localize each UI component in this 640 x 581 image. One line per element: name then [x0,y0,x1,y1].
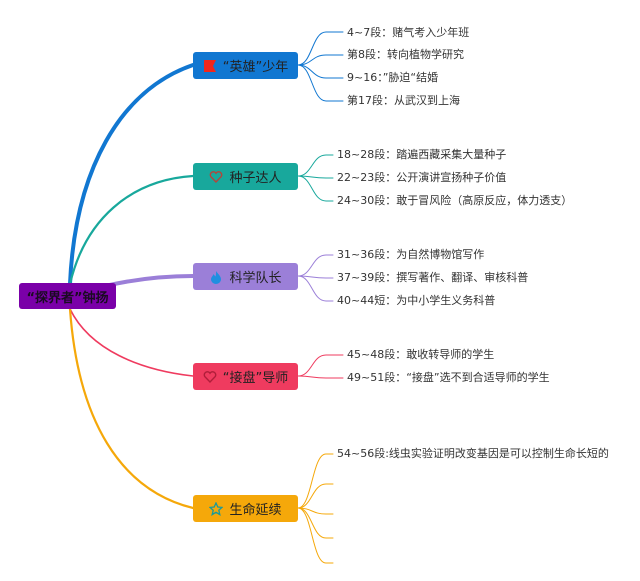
heart-icon [203,370,217,384]
leaf-item[interactable]: 24~30段：敢于冒风险（高原反应，体力透支） [337,194,573,207]
heart-icon [209,170,223,184]
leaf-line [297,31,344,66]
leaf-line [297,453,334,509]
root-node[interactable]: “探界者”钟扬 [19,283,116,309]
leaf-item[interactable]: 18~28段：踏遍西藏采集大量种子 [337,148,507,161]
branch-line [68,63,195,286]
leaf-item[interactable]: 49~51段：“接盘”选不到合适导师的学生 [347,371,550,384]
flame-icon [209,270,223,284]
leaf-item[interactable]: 4~7段：赌气考入少年班 [347,26,470,39]
leaf-line [297,54,344,66]
topic-science-captain[interactable]: 科学队长 [193,263,298,290]
branch-line [68,307,195,510]
leaf-line [297,275,334,279]
leaf-line [297,275,334,302]
topic-label: “英雄”少年 [222,60,289,75]
leaf-item[interactable]: 第8段：转向植物学研究 [347,48,464,61]
topic-hero-youth[interactable]: “英雄”少年 [193,52,298,79]
topic-takeover-mentor[interactable]: “接盘”导师 [193,363,298,390]
leaf-line [297,175,334,179]
topic-label: 科学队长 [229,271,282,286]
leaf-item[interactable]: 22~23段：公开演讲宣扬种子价值 [337,171,507,184]
leaf-line [297,64,344,102]
topic-label: “接盘”导师 [222,371,289,386]
leaf-item[interactable]: 9~16：”胁迫“结婚 [347,71,439,84]
topic-seed-expert[interactable]: 种子达人 [193,163,298,190]
leaf-line [297,507,334,564]
topic-label: 种子达人 [229,171,282,186]
leaf-line [297,483,334,509]
leaf-line [297,175,334,202]
topic-life-continuation[interactable]: 生命延续 [193,495,298,522]
leaf-item[interactable]: 45~48段：敢收转导师的学生 [347,348,495,361]
leaf-line [297,154,334,177]
branch-line [68,174,195,286]
leaf-item[interactable]: 第17段：从武汉到上海 [347,94,460,107]
branch-line [103,274,195,288]
leaf-item[interactable]: 31~36段：为自然博物馆写作 [337,248,485,261]
leaf-item[interactable]: 37~39段：撰写著作、翻译、审核科普 [337,271,529,284]
leaf-line [297,507,334,515]
flag-icon [203,59,217,73]
topic-label: 生命延续 [229,503,282,518]
leaf-line [297,354,344,377]
root-label: “探界者”钟扬 [26,290,109,306]
leaf-line [297,254,334,277]
branch-line [69,308,194,377]
leaf-item[interactable]: 40~44短：为中小学生义务科普 [337,294,496,307]
leaf-item[interactable]: 54~56段:线虫实验证明改变基因是可以控制生命长短的 [337,447,609,460]
leaf-line [297,375,344,379]
leaf-line [297,64,344,79]
star-icon [208,500,225,516]
